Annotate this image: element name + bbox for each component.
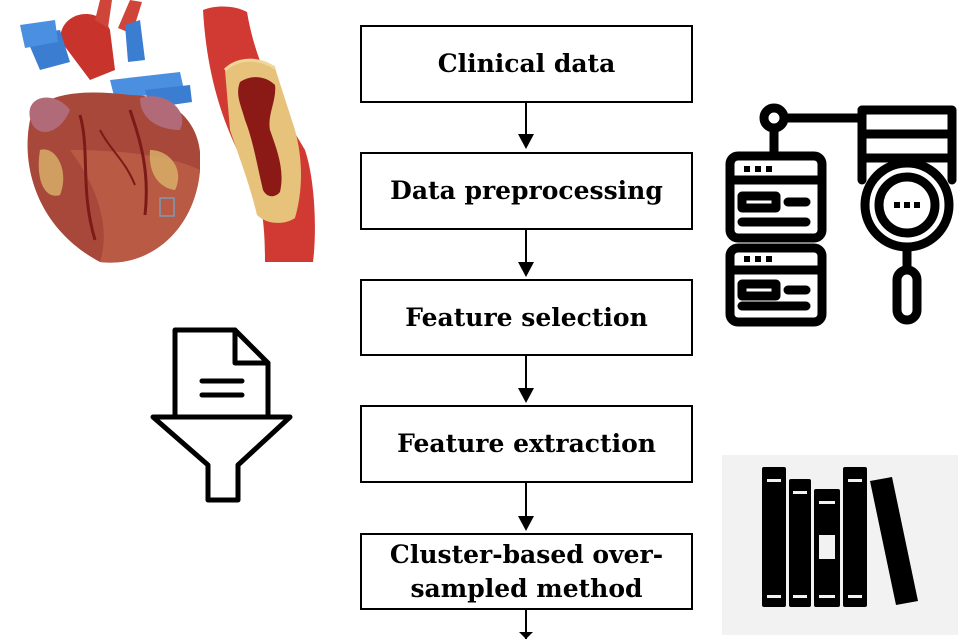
arrow-head [518,134,534,149]
step-label: Feature selection [405,302,648,332]
step-label-line-2: sampled method [410,573,643,603]
step-clinical-data: Clinical data [360,25,693,103]
step-data-preprocessing: Data preprocessing [360,152,693,230]
document-filter-icon [150,327,293,503]
artery-icon [203,6,315,263]
step-label: Clinical data [437,49,616,78]
step-label: Data preprocessing [390,176,663,205]
step-label-line-1: Cluster-based over- [389,539,664,569]
step-feature-selection: Feature selection [360,279,693,356]
books-icon [722,455,958,635]
arrow-head [518,388,534,403]
step-cluster-oversampled: Cluster-based over- sampled method [360,533,693,610]
arrow-head [518,516,534,531]
step-feature-extraction: Feature extraction [360,405,693,483]
heart-icon [20,0,200,263]
arrow-head [518,262,534,277]
arrow-head [519,632,533,639]
database-search-icon [725,103,957,327]
step-label: Feature extraction [397,429,656,458]
